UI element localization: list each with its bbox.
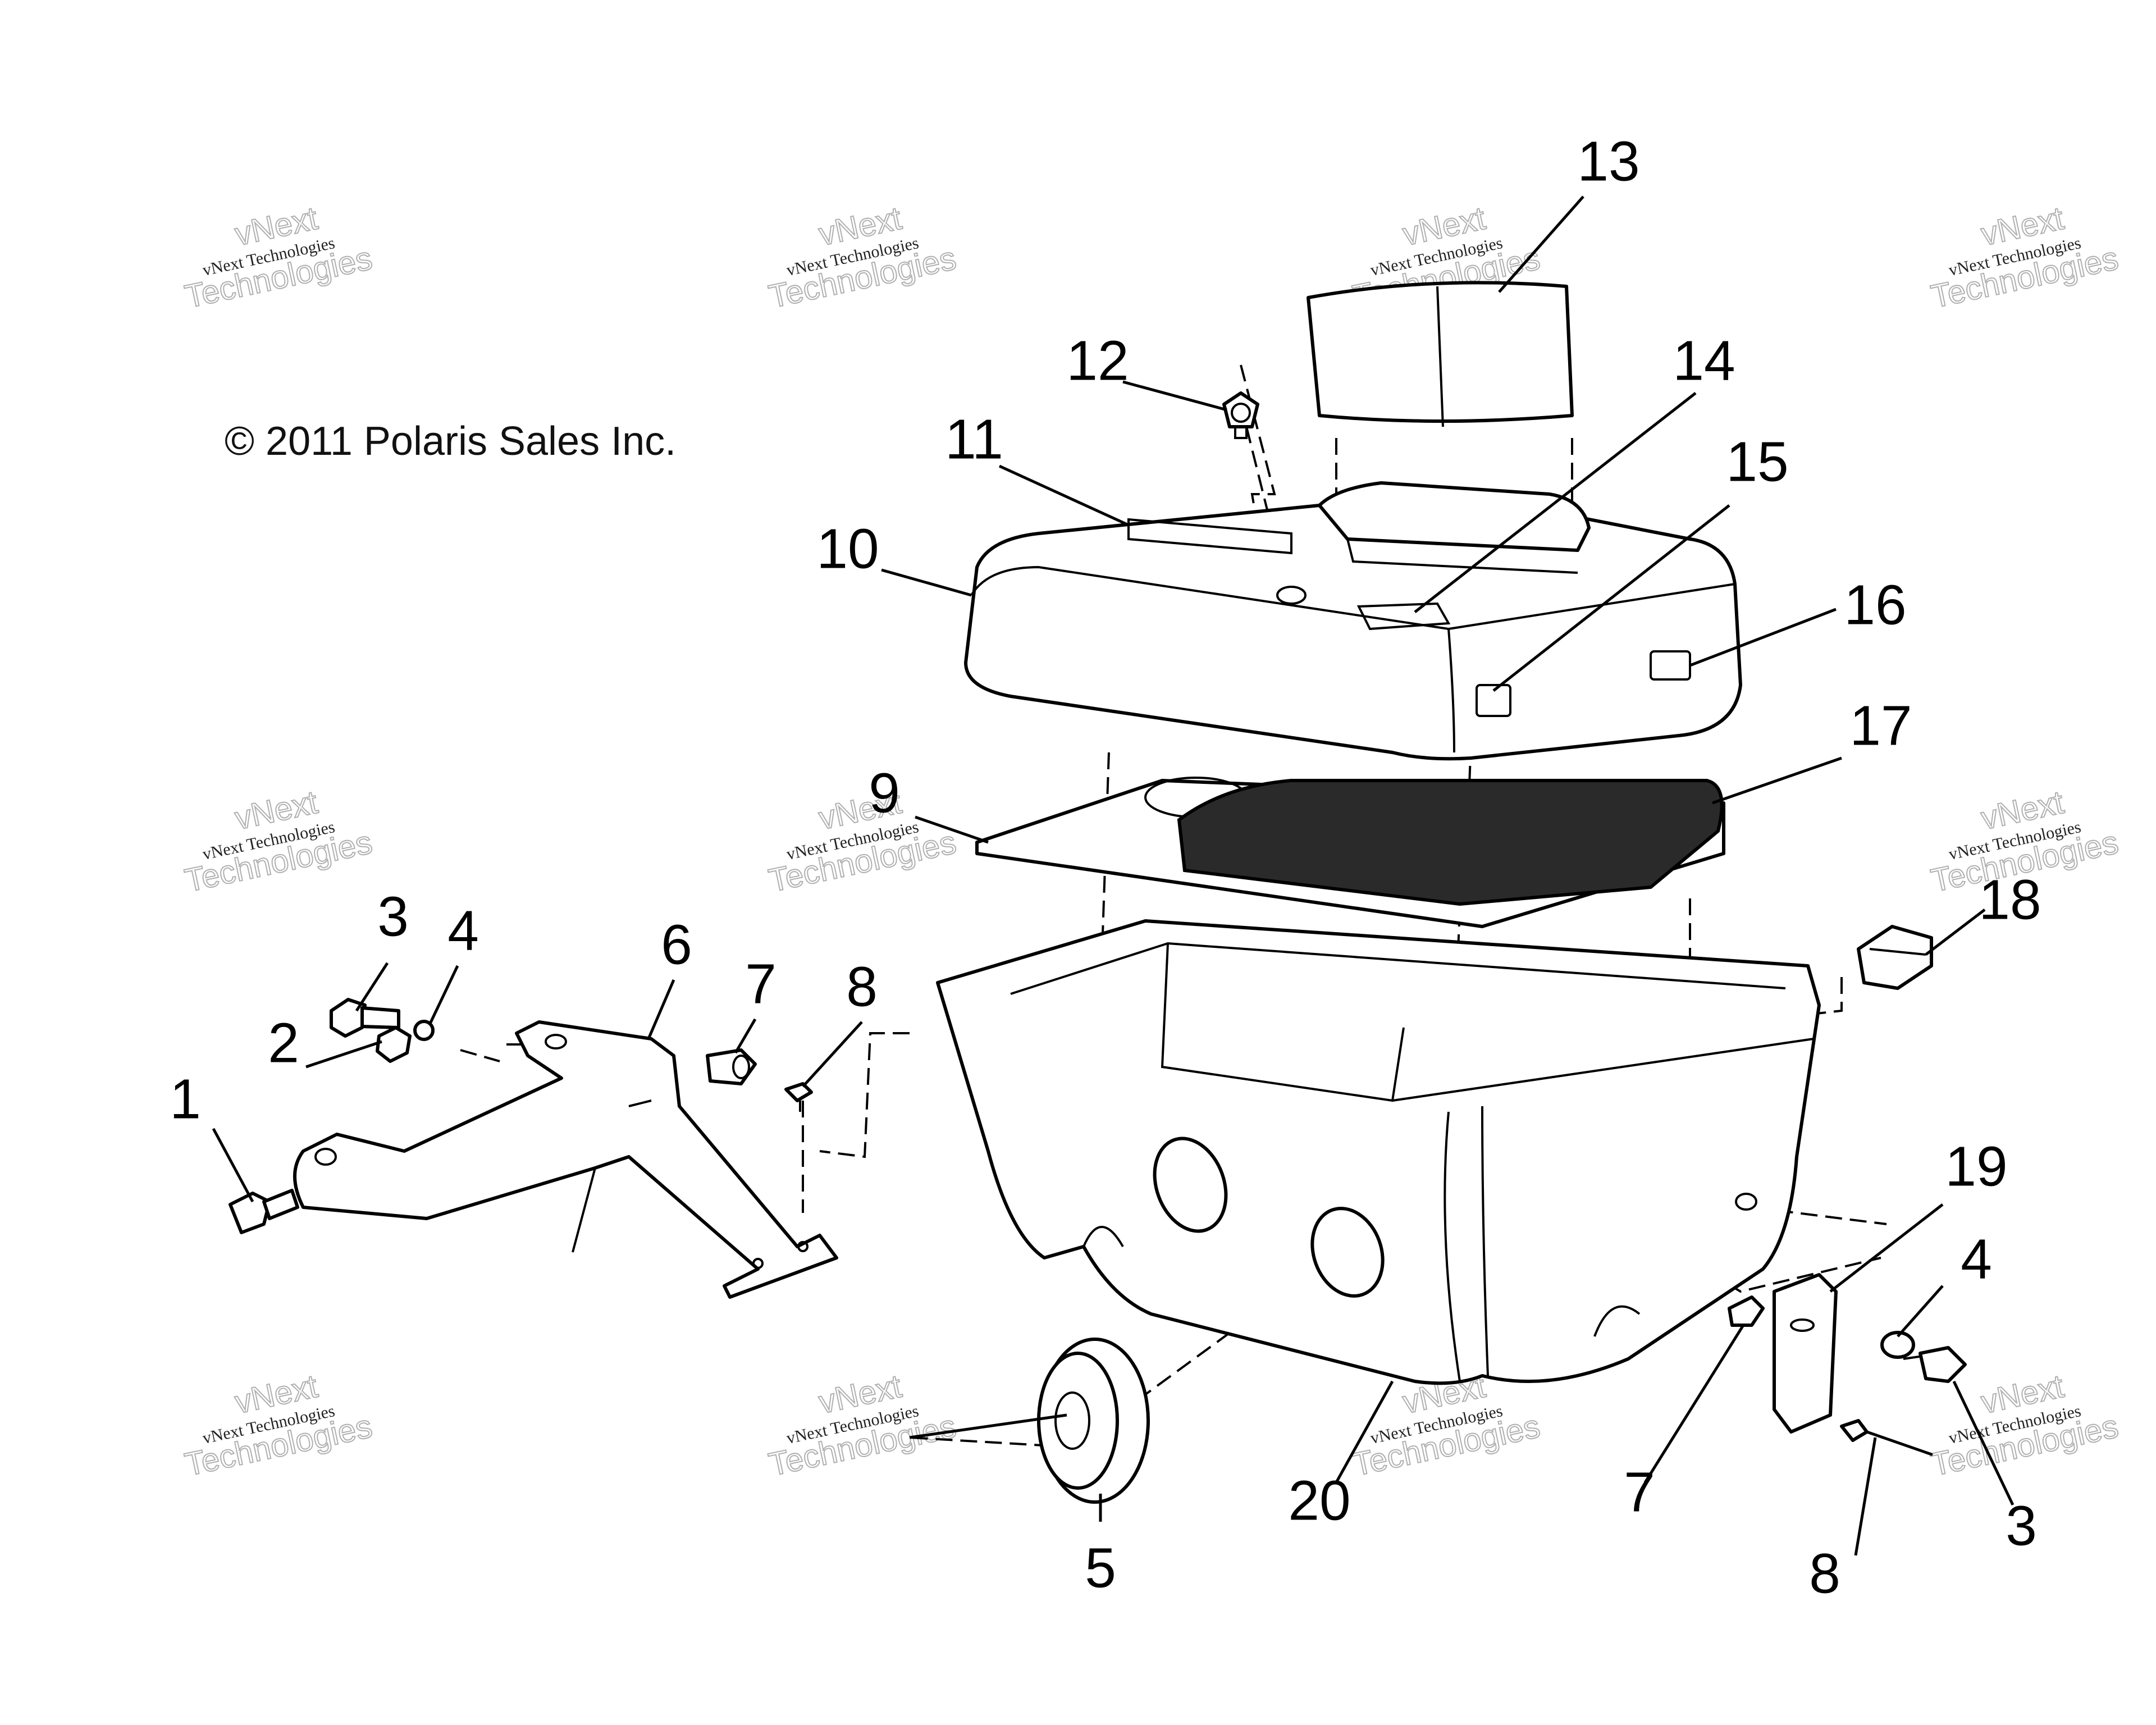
part-12-wing-knob (1222, 391, 1259, 439)
callout-16: 16 (1844, 573, 1906, 636)
part-4-lock-washer (413, 1020, 435, 1041)
copyright-notice: © 2011 Polaris Sales Inc. (225, 419, 677, 464)
callout-3: 3 (377, 885, 409, 948)
callout-12: 12 (1066, 329, 1129, 392)
part-7-spacer-left (706, 1048, 757, 1085)
part-19-bracket-plate (1773, 1273, 1838, 1434)
leader-lines (212, 195, 2015, 1556)
callout-1: 1 (170, 1067, 201, 1130)
watermark: vNext vNext Technologies Technologies (181, 1367, 376, 1484)
callout-17: 17 (1849, 694, 1912, 757)
watermark: vNext vNext Technologies Technologies (181, 199, 376, 316)
callout-9: 9 (869, 761, 900, 824)
part-8-push-rivet-right (1840, 1419, 1933, 1456)
watermark: vNext vNext Technologies Technologies (765, 1367, 960, 1484)
callout-20: 20 (1288, 1469, 1350, 1532)
watermark: vNext vNext Technologies Technologies (765, 199, 960, 316)
callout-7: 7 (745, 952, 776, 1015)
part-3-bolt-right (1919, 1346, 1967, 1383)
part-6-mounting-bracket (293, 1020, 838, 1299)
callout-7-right: 7 (1624, 1461, 1655, 1523)
callout-10: 10 (816, 517, 879, 580)
callout-11: 11 (945, 408, 1003, 471)
part-17-main-foam-filter (1177, 779, 1724, 906)
part-18-clip (1857, 925, 1933, 990)
part-7-spacer-right (1728, 1295, 1765, 1327)
part-3-bolt (330, 998, 400, 1038)
callout-3-right: 3 (2006, 1494, 2037, 1557)
part-1-bolt (229, 1189, 299, 1234)
part-4-washer-right (1880, 1331, 1915, 1359)
callout-13: 13 (1577, 130, 1639, 193)
part-2-nut (376, 1026, 412, 1063)
callout-2: 2 (268, 1011, 299, 1074)
callout-8-right: 8 (1809, 1542, 1840, 1605)
part-8-push-rivet-left (784, 1082, 813, 1112)
part-5-grommet (1037, 1338, 1150, 1504)
callout-19: 19 (1945, 1135, 2007, 1198)
callout-4: 4 (447, 899, 479, 962)
callout-15: 15 (1726, 430, 1788, 493)
callout-18: 18 (1979, 868, 2041, 931)
callouts: 1 2 3 4 5 6 7 8 9 10 11 12 13 14 15 16 1… (170, 130, 2041, 1605)
callout-4-right: 4 (1961, 1227, 1992, 1290)
part-20-airbox-base (936, 919, 1821, 1385)
watermark: vNext vNext Technologies Technologies (1927, 199, 2122, 316)
watermark: vNext vNext Technologies Technologies (181, 783, 376, 900)
watermark: vNext vNext Technologies Technologies (765, 783, 960, 900)
callout-5: 5 (1085, 1536, 1116, 1599)
part-10-airbox-lid (964, 481, 1742, 761)
callout-6: 6 (661, 913, 692, 976)
part-13-foam-prefilter (1307, 281, 1574, 427)
callout-8: 8 (846, 955, 878, 1018)
callout-14: 14 (1673, 329, 1735, 392)
